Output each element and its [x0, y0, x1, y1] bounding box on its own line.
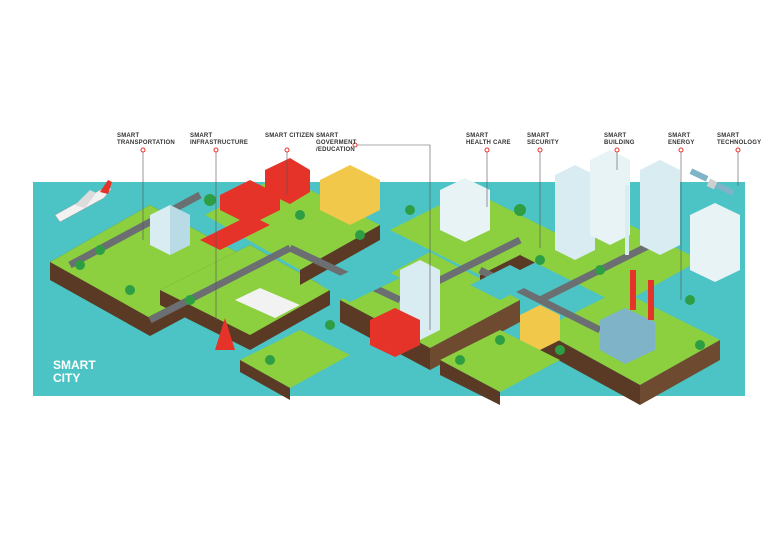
label-smart-security: SMART SECURITY	[527, 133, 559, 146]
label-smart-citizen: SMART CITIZEN	[265, 133, 314, 139]
leader-dots	[140, 142, 741, 153]
airplane-icon	[54, 180, 113, 223]
label-smart-health-care: SMART HEALTH CARE	[466, 133, 511, 146]
island-ground	[50, 175, 720, 405]
trees	[75, 194, 705, 365]
label-smart-government-education: SMART GOVERMENT /EDUCATION	[316, 133, 357, 153]
canals	[320, 262, 540, 302]
satellite-icon	[689, 168, 735, 196]
label-smart-infrastructure: SMART INFRASTRUCTURE	[190, 133, 249, 146]
antenna-tower-icon	[215, 318, 235, 350]
label-smart-energy: SMART ENERGY	[668, 133, 695, 146]
diagram-title: SMART CITY	[53, 358, 96, 385]
label-smart-technology: SMART TECHNOLOGY	[717, 133, 762, 146]
label-smart-building: SMART BUILDING	[604, 133, 635, 146]
leader-lines	[142, 144, 739, 330]
label-smart-transportation: SMART TRANSPORTATION	[117, 133, 175, 146]
